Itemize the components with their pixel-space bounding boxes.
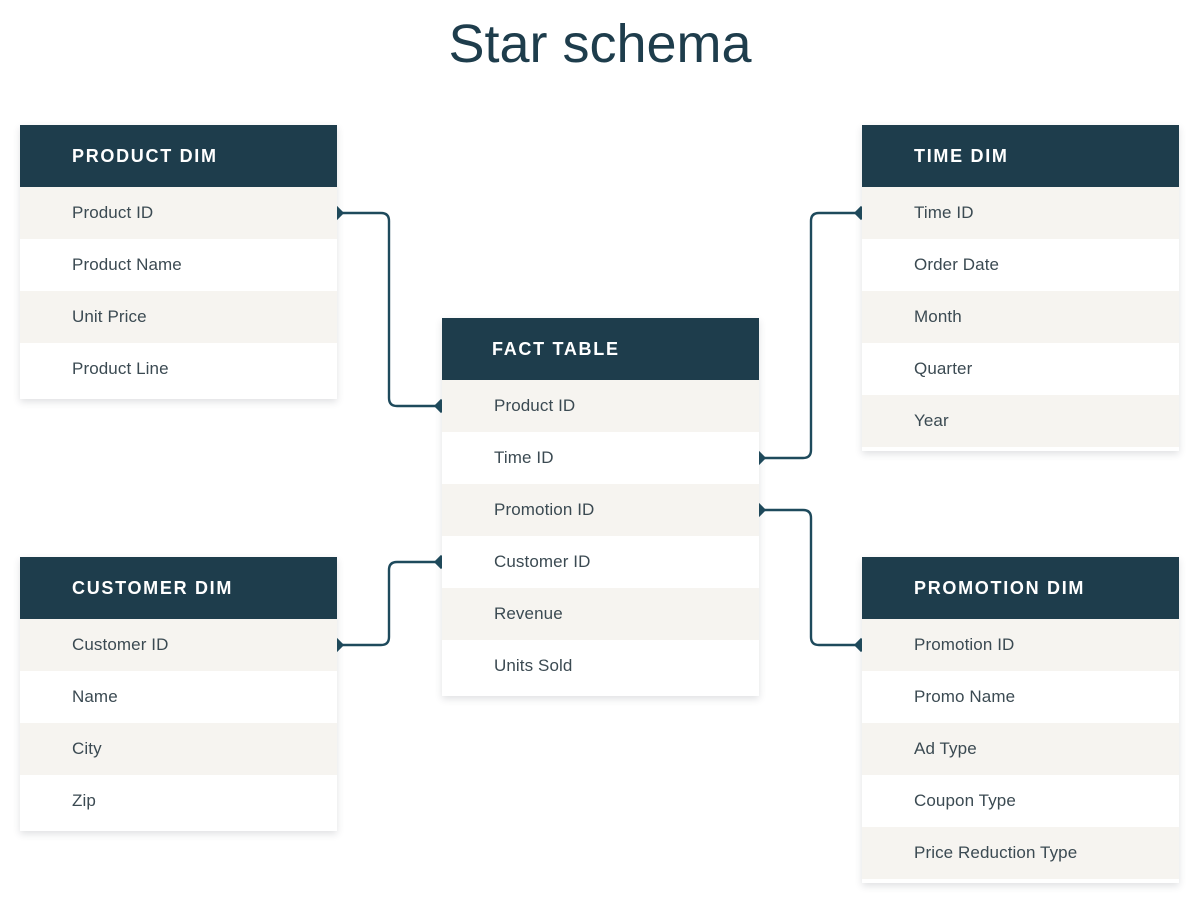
table-row: Coupon Type bbox=[862, 775, 1179, 827]
table-row-label: Customer ID bbox=[72, 635, 169, 654]
table-row-label: Unit Price bbox=[72, 307, 147, 326]
table-row-label: Customer ID bbox=[494, 552, 591, 571]
table-row-label: Quarter bbox=[914, 359, 973, 378]
table-row-label: Name bbox=[72, 687, 118, 706]
table-row: Customer ID bbox=[442, 536, 759, 588]
table-header-promotion-dim: PROMOTION DIM bbox=[862, 557, 1179, 619]
table-row: Quarter bbox=[862, 343, 1179, 395]
table-rows-fact-table: Product ID Time ID Promotion ID Customer ID… bbox=[442, 380, 759, 696]
relationship-fact-table-to-promotion-dim bbox=[751, 502, 869, 653]
table-header-product-dim: PRODUCT DIM bbox=[20, 125, 337, 187]
table-row: Units Sold bbox=[442, 640, 759, 692]
table-row: Price Reduction Type bbox=[862, 827, 1179, 879]
table-row: Product ID bbox=[20, 187, 337, 239]
table-row-label: Coupon Type bbox=[914, 791, 1016, 810]
relationship-customer-dim-to-fact-table bbox=[329, 554, 449, 653]
table-row: Year bbox=[862, 395, 1179, 447]
table-row: Order Date bbox=[862, 239, 1179, 291]
table-row-label: Promotion ID bbox=[494, 500, 595, 519]
table-row: City bbox=[20, 723, 337, 775]
table-row-label: Zip bbox=[72, 791, 96, 810]
table-row: Month bbox=[862, 291, 1179, 343]
table-row: Name bbox=[20, 671, 337, 723]
table-row: Revenue bbox=[442, 588, 759, 640]
table-row: Time ID bbox=[862, 187, 1179, 239]
table-row: Unit Price bbox=[20, 291, 337, 343]
table-row: Product Name bbox=[20, 239, 337, 291]
relationship-fact-table-to-time-dim bbox=[751, 205, 869, 466]
table-row: Promotion ID bbox=[442, 484, 759, 536]
table-row-label: Promo Name bbox=[914, 687, 1016, 706]
table-row-label: Ad Type bbox=[914, 739, 977, 758]
table-card-fact-table: FACT TABLE Product ID Time ID Promotion ID… bbox=[442, 318, 759, 696]
table-row: Promo Name bbox=[862, 671, 1179, 723]
table-row-label: Time ID bbox=[914, 203, 974, 222]
page-title: Star schema bbox=[448, 14, 752, 74]
table-row: Time ID bbox=[442, 432, 759, 484]
table-card-promotion-dim: PROMOTION DIM Promotion ID Promo Name Ad T… bbox=[862, 557, 1179, 883]
table-row-label: Product Line bbox=[72, 359, 169, 378]
table-row: Customer ID bbox=[20, 619, 337, 671]
table-row: Product ID bbox=[442, 380, 759, 432]
table-row-label: Product Name bbox=[72, 255, 182, 274]
table-row: Promotion ID bbox=[862, 619, 1179, 671]
relationship-product-dim-to-fact-table bbox=[329, 205, 449, 414]
table-row-label: City bbox=[72, 739, 102, 758]
table-row-label: Promotion ID bbox=[914, 635, 1015, 654]
table-row-label: Product ID bbox=[494, 396, 576, 415]
table-row-label: Order Date bbox=[914, 255, 1000, 274]
table-row-label: Time ID bbox=[494, 448, 554, 467]
table-row-label: Units Sold bbox=[494, 656, 573, 675]
table-row: Zip bbox=[20, 775, 337, 827]
table-row-label: Price Reduction Type bbox=[914, 843, 1078, 862]
table-row-label: Revenue bbox=[494, 604, 563, 623]
table-row: Ad Type bbox=[862, 723, 1179, 775]
table-row-label: Product ID bbox=[72, 203, 154, 222]
table-header-customer-dim: CUSTOMER DIM bbox=[20, 557, 337, 619]
table-header-time-dim: TIME DIM bbox=[862, 125, 1179, 187]
table-header-fact-table: FACT TABLE bbox=[442, 318, 759, 380]
table-row-label: Month bbox=[914, 307, 962, 326]
table-row: Product Line bbox=[20, 343, 337, 395]
table-row-label: Year bbox=[914, 411, 949, 430]
